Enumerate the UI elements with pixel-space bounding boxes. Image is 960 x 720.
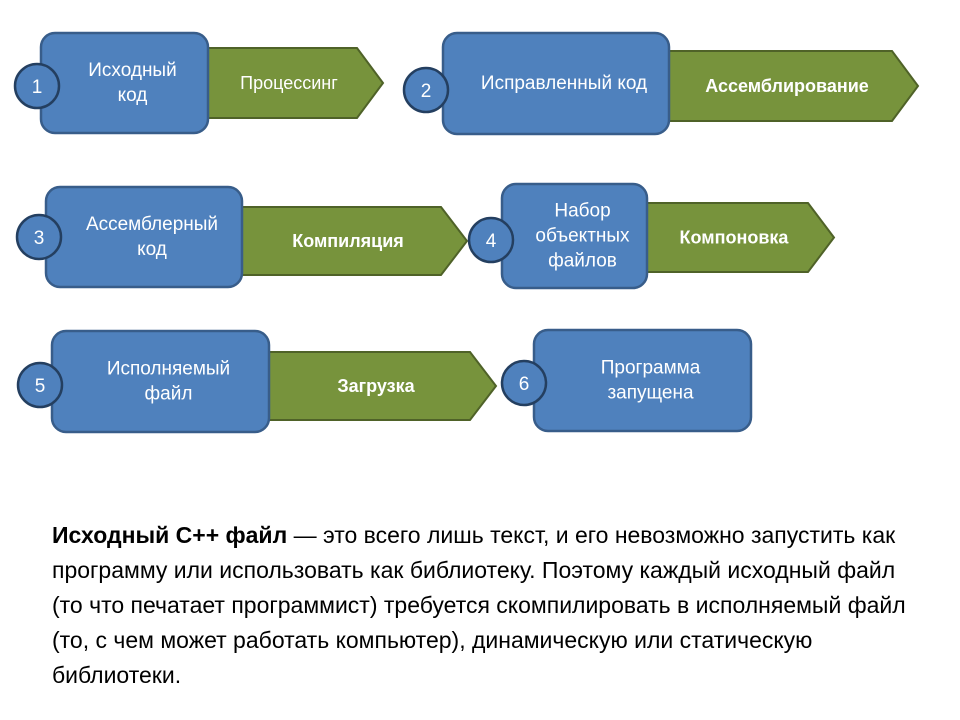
step-4-box-line-1: Набор: [554, 201, 610, 222]
step-4-number: 4: [486, 231, 497, 252]
step-6: Программа запущена 6: [500, 328, 753, 433]
step-6-number: 6: [519, 374, 530, 395]
step-5: Загрузка Исполняемый файл 5: [16, 329, 498, 434]
step-5-box-line-2: файл: [145, 384, 193, 405]
step-1-box-line-1: Исходный: [88, 60, 176, 81]
step-2: Ассемблирование Исправленный код 2: [402, 31, 920, 136]
step-6-box-line-2: запущена: [607, 383, 694, 404]
description-paragraph: Исходный C++ файл — это всего лишь текст…: [52, 518, 932, 693]
step-1-box: [39, 31, 210, 135]
step-5-box-line-1: Исполняемый: [107, 359, 230, 380]
step-5-action-label: Загрузка: [337, 376, 415, 396]
step-6-box: [532, 328, 753, 433]
step-5-box: [50, 329, 271, 434]
description-text: — это всего лишь текст, и его невозможно…: [52, 522, 906, 688]
step-2-action-label: Ассемблирование: [705, 76, 869, 96]
step-2-number: 2: [421, 81, 432, 102]
step-1-number: 1: [32, 77, 43, 98]
step-5-number-badge: [16, 361, 64, 409]
description-bold-term: Исходный C++ файл: [52, 522, 288, 548]
step-4: Компоновка Набор объектных файлов 4: [467, 182, 836, 290]
step-6-number-badge: [500, 359, 548, 407]
step-2-box-line-1: Исправленный код: [481, 73, 647, 94]
step-3-box-line-2: код: [137, 239, 167, 260]
step-3-action-label: Компиляция: [292, 231, 404, 251]
step-3-box: [44, 185, 244, 289]
step-2-number-badge: [402, 66, 450, 114]
step-3-box-line-1: Ассемблерный: [86, 214, 218, 235]
step-4-number-badge: [467, 216, 515, 264]
step-1-number-badge: [13, 62, 61, 110]
step-1: Процессинг Исходный код 1: [13, 31, 385, 135]
step-5-number: 5: [35, 376, 46, 397]
step-1-action-label: Процессинг: [240, 73, 338, 93]
step-3-number: 3: [34, 228, 45, 249]
step-1-box-line-2: код: [118, 85, 148, 106]
step-3-number-badge: [15, 213, 63, 261]
step-6-box-line-1: Программа: [601, 358, 701, 379]
step-3: Компиляция Ассемблерный код 3: [15, 185, 469, 289]
step-4-box-line-2: объектных: [535, 226, 630, 247]
step-4-box-line-3: файлов: [548, 251, 617, 272]
step-4-action-label: Компоновка: [680, 228, 790, 248]
